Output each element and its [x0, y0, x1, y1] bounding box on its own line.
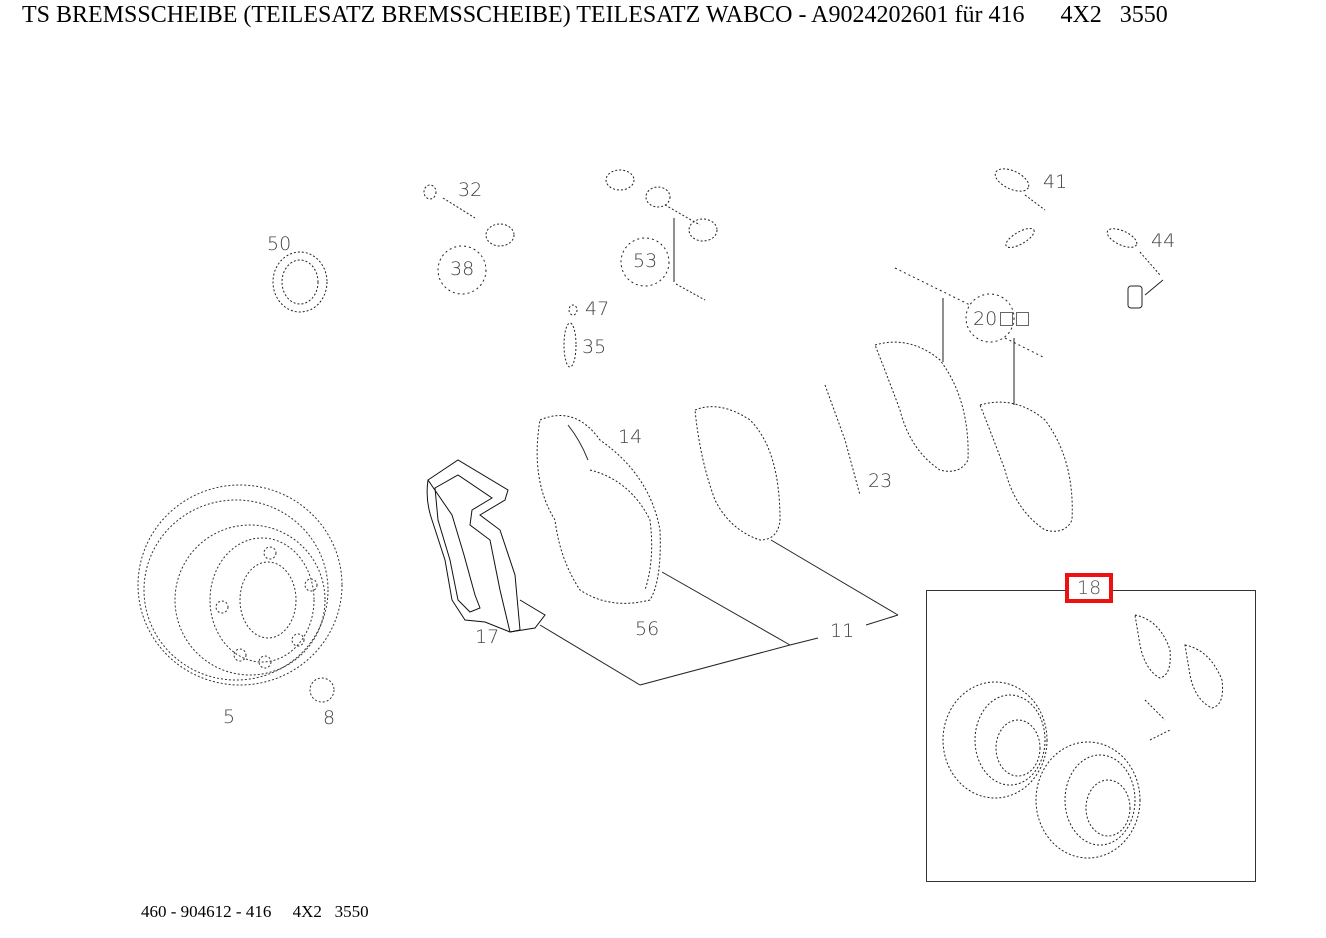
- bolt-icon: [423, 184, 515, 247]
- callout-20[interactable]: 20: [973, 308, 1030, 330]
- cap-38-icon: [437, 245, 487, 295]
- callout-47[interactable]: 47: [585, 298, 610, 320]
- kit-frame: [926, 590, 1256, 882]
- page-title: TS BREMSSCHEIBE (TEILESATZ BREMSSCHEIBE)…: [22, 2, 1168, 28]
- callout-23[interactable]: 23: [868, 470, 893, 492]
- pin-icon: [605, 169, 718, 242]
- callout-50[interactable]: 50: [267, 233, 292, 255]
- placeholder-box-icon: [1016, 312, 1030, 326]
- callout-5[interactable]: 5: [223, 706, 236, 728]
- callout-32[interactable]: 32: [458, 179, 483, 201]
- placeholder-box-icon: [1000, 312, 1014, 326]
- callout-14[interactable]: 14: [618, 426, 643, 448]
- callout-20-label: 20: [973, 308, 998, 330]
- callout-11[interactable]: 11: [830, 620, 855, 642]
- callout-8[interactable]: 8: [323, 707, 336, 729]
- callout-44[interactable]: 44: [1151, 230, 1176, 252]
- callout-35[interactable]: 35: [582, 336, 607, 358]
- ring-icon: [272, 251, 328, 313]
- cap-53-icon: [620, 237, 670, 287]
- bracket-icon: [426, 459, 546, 633]
- callout-38[interactable]: 38: [450, 258, 475, 280]
- callout-17[interactable]: 17: [475, 626, 500, 648]
- brake-pad-icon: [694, 341, 1073, 541]
- footer-reference: 460 - 904612 - 416 4X2 3550: [141, 902, 369, 921]
- brake-disc-icon: [137, 484, 343, 703]
- caliper-icon: [536, 415, 661, 604]
- callout-56[interactable]: 56: [635, 618, 660, 640]
- callout-41[interactable]: 41: [1043, 171, 1068, 193]
- callout-18-highlighted[interactable]: 18: [1065, 573, 1114, 603]
- callout-53[interactable]: 53: [633, 250, 658, 272]
- kit-discs-icon: [942, 614, 1223, 859]
- cap-20-icon: [965, 293, 1015, 343]
